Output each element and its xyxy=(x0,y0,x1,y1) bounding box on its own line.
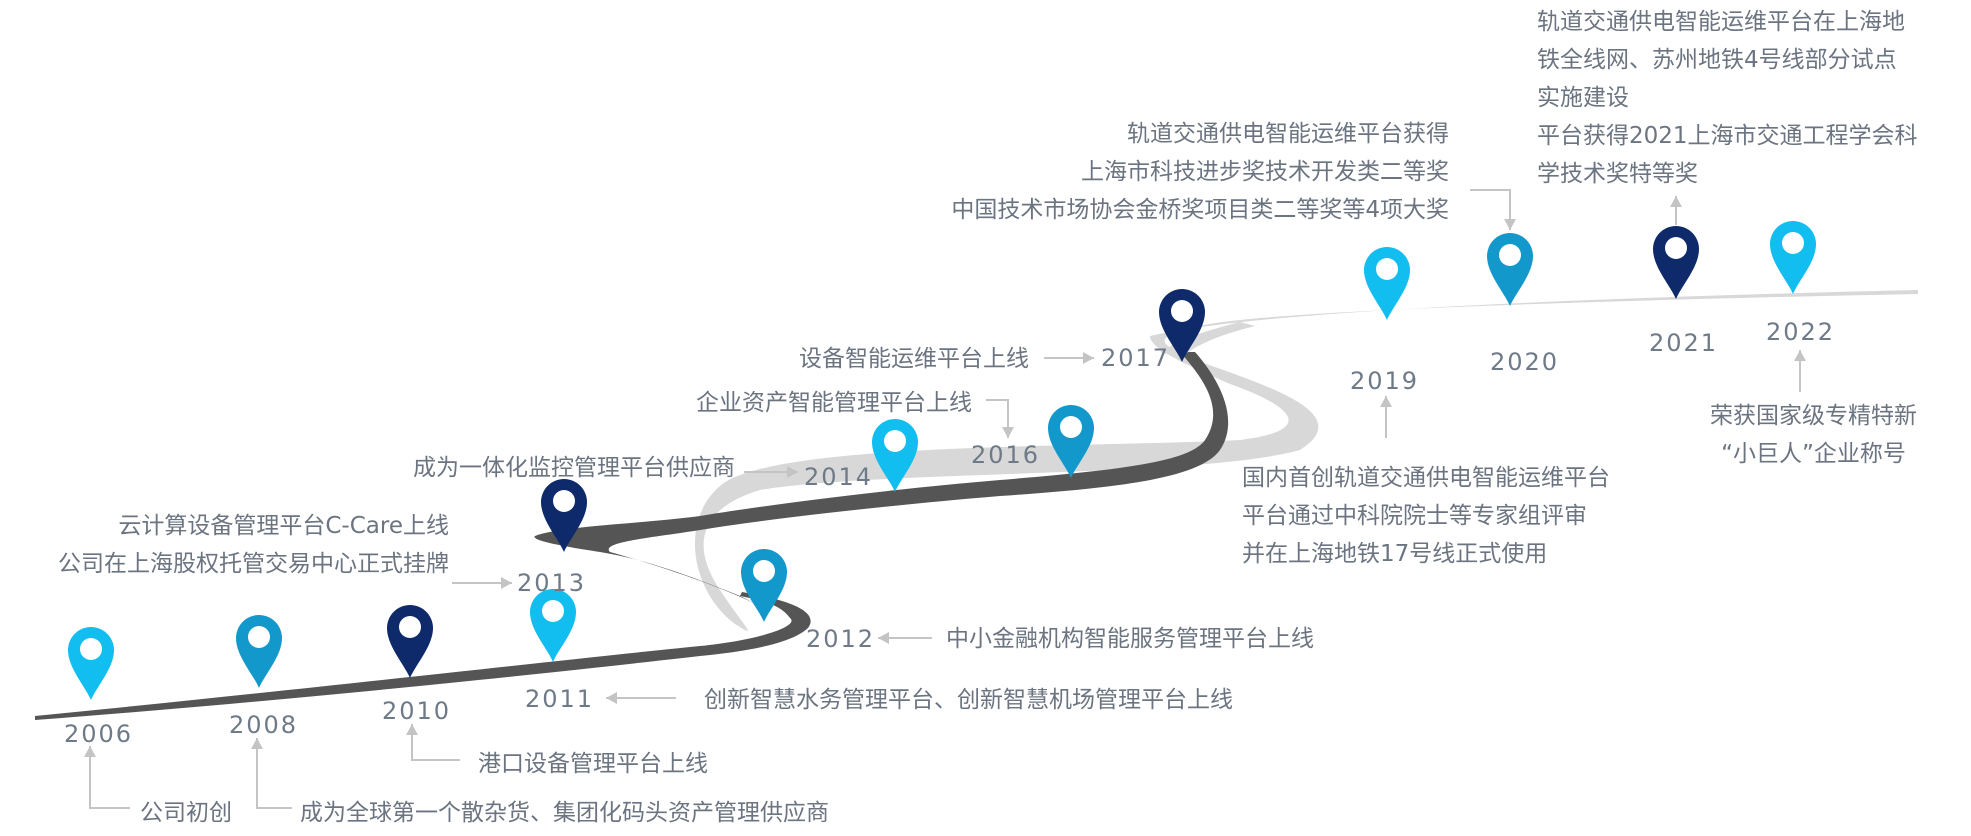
milestone-text-2012: 中小金融机构智能服务管理平台上线 xyxy=(946,620,1314,658)
year-label-2012: 2012 xyxy=(806,625,876,653)
milestone-text-2017: 设备智能运维平台上线 xyxy=(799,340,1029,378)
road-light-segment xyxy=(694,290,1918,631)
pin-2011-icon xyxy=(530,589,576,662)
pin-2016-icon xyxy=(1048,405,1094,478)
year-label-2013: 2013 xyxy=(517,569,587,597)
milestone-line: 平台通过中科院院士等专家组评审 xyxy=(1242,503,1587,529)
pin-2012-icon xyxy=(741,549,787,622)
pin-2010-icon xyxy=(387,605,433,678)
milestone-text-2011: 创新智慧水务管理平台、创新智慧机场管理平台上线 xyxy=(704,681,1233,719)
milestone-line: 创新智慧水务管理平台、创新智慧机场管理平台上线 xyxy=(704,687,1233,713)
year-label-2021: 2021 xyxy=(1649,329,1719,357)
milestone-text-2020: 轨道交通供电智能运维平台获得 上海市科技进步奖技术开发类二等奖 中国技术市场协会… xyxy=(951,115,1449,229)
year-label-2017: 2017 xyxy=(1101,344,1171,372)
milestone-line: 云计算设备管理平台C-Care上线 xyxy=(118,513,449,539)
year-label-2008: 2008 xyxy=(229,711,299,739)
pin-2017-icon xyxy=(1159,289,1205,362)
pin-2019-icon xyxy=(1364,247,1410,320)
pin-2020-icon xyxy=(1487,233,1533,306)
milestone-line: 设备智能运维平台上线 xyxy=(799,346,1029,372)
year-label-2006: 2006 xyxy=(64,720,134,748)
milestone-line: 学技术奖特等奖 xyxy=(1537,161,1698,187)
milestone-line: 平台获得2021上海市交通工程学会科 xyxy=(1537,123,1918,149)
milestone-line: 公司初创 xyxy=(140,800,232,826)
connector-arrow-2022 xyxy=(1794,350,1806,392)
milestone-text-2021: 轨道交通供电智能运维平台在上海地 铁全线网、苏州地铁4号线部分试点 实施建设 平… xyxy=(1537,3,1918,193)
connector-arrow-2021 xyxy=(1670,196,1682,225)
milestone-line: 上海市科技进步奖技术开发类二等奖 xyxy=(1081,159,1449,185)
connector-arrow-2016 xyxy=(986,399,1014,438)
milestone-text-2013: 云计算设备管理平台C-Care上线 公司在上海股权托管交易中心正式挂牌 xyxy=(58,507,449,583)
year-label-2020: 2020 xyxy=(1490,348,1560,376)
pin-2022-icon xyxy=(1770,221,1816,294)
year-label-2019: 2019 xyxy=(1350,367,1420,395)
connector-arrow-2008 xyxy=(251,738,292,809)
road-dark-segment xyxy=(35,592,811,720)
milestone-line: 中小金融机构智能服务管理平台上线 xyxy=(946,626,1314,652)
connector-lines xyxy=(84,189,1806,809)
milestone-line: 荣获国家级专精特新 xyxy=(1710,403,1917,429)
milestone-line: 公司在上海股权托管交易中心正式挂牌 xyxy=(58,551,449,577)
road-dark-segment xyxy=(534,352,1229,606)
milestone-line: 国内首创轨道交通供电智能运维平台 xyxy=(1242,465,1610,491)
milestone-text-2014: 成为一体化监控管理平台供应商 xyxy=(413,449,735,487)
milestone-line: 企业资产智能管理平台上线 xyxy=(696,390,972,416)
pin-2006-icon xyxy=(68,627,114,700)
year-label-2022: 2022 xyxy=(1766,318,1836,346)
milestone-line: 成为全球第一个散杂货、集团化码头资产管理供应商 xyxy=(300,800,829,826)
pin-2008-icon xyxy=(236,615,282,688)
milestone-text-2019: 国内首创轨道交通供电智能运维平台 平台通过中科院院士等专家组评审 并在上海地铁1… xyxy=(1242,459,1610,573)
milestone-line: 中国技术市场协会金桥奖项目类二等奖等4项大奖 xyxy=(951,197,1449,223)
year-label-2010: 2010 xyxy=(382,697,452,725)
milestone-line: 轨道交通供电智能运维平台在上海地 xyxy=(1537,9,1905,35)
milestone-line: 并在上海地铁17号线正式使用 xyxy=(1242,541,1548,567)
connector-arrow-2019 xyxy=(1380,396,1392,438)
connector-arrow-2006 xyxy=(84,746,130,809)
milestone-text-2008: 成为全球第一个散杂货、集团化码头资产管理供应商 xyxy=(300,794,829,832)
connector-arrow-2013 xyxy=(452,577,512,589)
year-label-2014: 2014 xyxy=(804,463,874,491)
milestone-line: 铁全线网、苏州地铁4号线部分试点 xyxy=(1537,47,1897,73)
connector-arrow-2010 xyxy=(406,724,460,761)
connector-arrow-2020 xyxy=(1470,189,1516,230)
connector-arrow-2017 xyxy=(1044,352,1094,364)
pin-2014-icon xyxy=(872,419,918,492)
milestone-text-2010: 港口设备管理平台上线 xyxy=(478,745,708,783)
milestone-text-2016: 企业资产智能管理平台上线 xyxy=(696,384,972,422)
connector-arrow-2014 xyxy=(744,466,798,478)
milestone-text-2022: 荣获国家级专精特新 “小巨人”企业称号 xyxy=(1710,397,1917,473)
milestone-text-2006: 公司初创 xyxy=(140,794,232,832)
milestone-line: 成为一体化监控管理平台供应商 xyxy=(413,455,735,481)
year-label-2016: 2016 xyxy=(971,441,1041,469)
pin-2021-icon xyxy=(1653,226,1699,299)
year-label-2011: 2011 xyxy=(525,685,595,713)
pin-2013-icon xyxy=(541,479,587,552)
milestone-line: 港口设备管理平台上线 xyxy=(478,751,708,777)
milestone-line: 实施建设 xyxy=(1537,85,1629,111)
connector-arrow-2012 xyxy=(878,632,932,644)
connector-arrow-2011 xyxy=(606,692,676,704)
milestone-line: 轨道交通供电智能运维平台获得 xyxy=(1127,121,1449,147)
milestone-line: “小巨人”企业称号 xyxy=(1721,441,1906,467)
map-pins xyxy=(68,221,1816,700)
